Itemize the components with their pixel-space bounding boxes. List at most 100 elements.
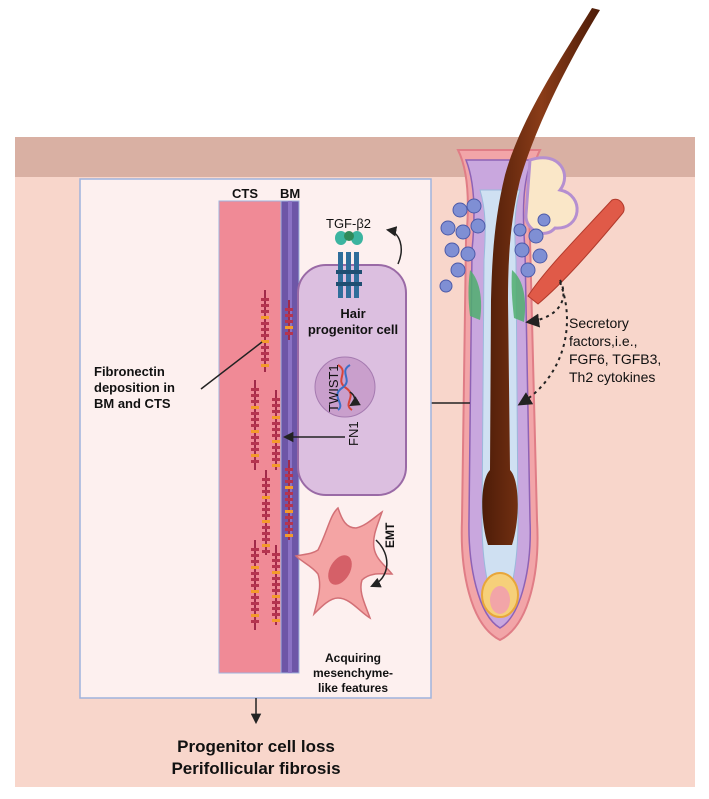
fibronectin-label-2: deposition in [94,380,175,395]
fibronectin-segment [261,352,269,355]
fibronectin-segment [251,388,259,391]
fibronectin-segment [272,440,280,443]
fibronectin-segment [261,316,269,319]
fibronectin-segment [285,528,293,531]
fibronectin-segment [272,565,280,568]
fibronectin-segment [251,614,259,617]
dna-helix-icon [336,364,361,411]
fibronectin-segment [285,468,293,471]
fibronectin-segment [285,534,293,537]
emt-label: EMT [383,522,397,548]
fibronectin-segment [262,532,270,535]
fibronectin-segment [251,436,259,439]
hair-shaft [482,8,600,545]
fibronectin-segment [272,595,280,598]
fibronectin-segment [285,510,293,513]
fibronectin-segment [261,364,269,367]
fibronectin-segment [262,550,270,553]
fibronectin-segment [251,608,259,611]
fibronectin-segment [251,560,259,563]
fibronectin-segment [272,428,280,431]
fibronectin-segment [262,538,270,541]
fibronectin-segment [261,310,269,313]
bulge-stem-cells-right [511,270,526,322]
fibronectin-segment [272,583,280,586]
fibronectin-segment [272,404,280,407]
fibronectin-segment [285,314,293,317]
fibronectin-segment [251,454,259,457]
fibronectin-fibers [251,290,293,630]
outcome-label-1: Progenitor cell loss [177,737,335,756]
fibronectin-segment [261,304,269,307]
tgf-receptor-icon [335,231,363,298]
fibronectin-segment [285,308,293,311]
hair-follicle [439,8,625,642]
fibronectin-label-1: Fibronectin [94,364,165,379]
fibronectin-segment [272,601,280,604]
fibronectin-segment [272,398,280,401]
fibronectin-segment [251,554,259,557]
fibronectin-segment [261,298,269,301]
fibronectin-segment [272,571,280,574]
epidermis-layer [15,137,695,177]
fibronectin-segment [272,410,280,413]
fibronectin-segment [285,504,293,507]
acquiring-label-2: mesenchyme- [313,666,393,680]
fibronectin-segment [285,320,293,323]
fibronectin-segment [251,590,259,593]
fibronectin-segment [272,446,280,449]
fibronectin-segment [251,548,259,551]
fibronectin-label-3: BM and CTS [94,396,171,411]
fibronectin-segment [285,332,293,335]
fibronectin-segment [272,607,280,610]
fibronectin-segment [285,480,293,483]
fibronectin-segment [251,442,259,445]
fibronectin-segment [272,434,280,437]
fibronectin-segment [285,492,293,495]
fibronectin-segment [285,474,293,477]
secretory-label-2: factors,i.e., [569,333,637,349]
bulge-stem-cells-left [468,270,482,320]
fibronectin-segment [261,340,269,343]
fibronectin-segment [261,358,269,361]
fibronectin-segment [262,490,270,493]
hair-progenitor-label-1: Hair [340,306,365,321]
fibronectin-segment [272,577,280,580]
fibronectin-segment [251,424,259,427]
fibronectin-segment [251,412,259,415]
acquiring-label-1: Acquiring [325,651,381,665]
fibronectin-segment [272,422,280,425]
secretory-label-3: FGF6, TGFB3, [569,351,661,367]
fibronectin-segment [285,326,293,329]
fibronectin-segment [251,430,259,433]
fibronectin-segment [272,452,280,455]
hair-progenitor-label-2: progenitor cell [308,322,398,337]
fibronectin-segment [251,620,259,623]
fibronectin-segment [272,458,280,461]
cts-label: CTS [232,186,258,201]
fibronectin-segment [262,520,270,523]
fibronectin-segment [251,572,259,575]
fibronectin-segment [251,400,259,403]
acquiring-label-3: like features [318,681,388,695]
fibronectin-segment [272,416,280,419]
secretory-label-4: Th2 cytokines [569,369,655,385]
twist1-label: TWIST1 [326,364,341,412]
fibronectin-segment [272,464,280,467]
fibronectin-segment [272,613,280,616]
fibronectin-segment [251,566,259,569]
fibronectin-segment [251,418,259,421]
fibronectin-segment [262,484,270,487]
bm-label: BM [280,186,300,201]
immune-cell-cluster [439,198,551,293]
fibronectin-segment [251,460,259,463]
fibronectin-segment [285,516,293,519]
secretory-label-1: Secretory [569,315,629,331]
fibronectin-segment [261,334,269,337]
fibronectin-segment [251,578,259,581]
fibronectin-segment [251,596,259,599]
fibronectin-segment [285,522,293,525]
fn1-label: FN1 [346,421,361,446]
